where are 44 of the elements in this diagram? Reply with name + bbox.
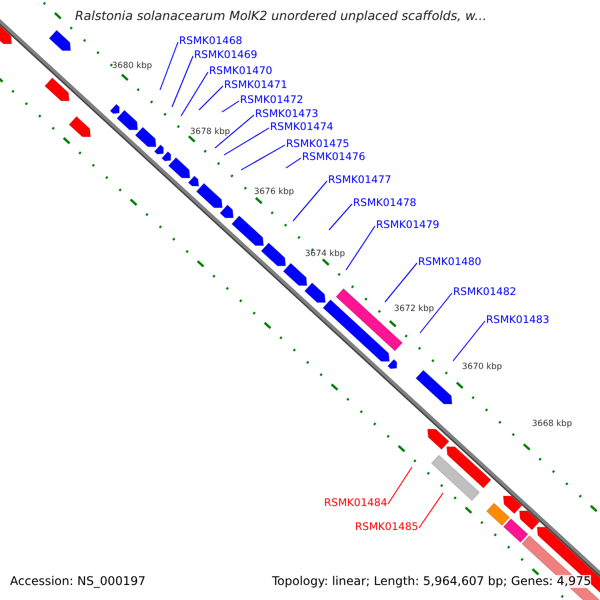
scale-label: 3670 kbp — [462, 363, 502, 372]
leader-line — [346, 226, 376, 270]
gene-label: RSMK01472 — [240, 95, 304, 107]
gene-label: RSMK01475 — [286, 139, 350, 151]
gene-label: RSMK01471 — [224, 80, 288, 92]
gene-label: RSMK01479 — [376, 220, 440, 232]
leader-line — [240, 144, 286, 170]
leader-line — [292, 180, 328, 222]
gene-label: RSMK01482 — [453, 287, 516, 299]
leader-line — [384, 262, 418, 302]
leader-line — [418, 492, 444, 528]
leader-line — [452, 320, 486, 362]
map-title: Ralstonia solanacearum MolK2 unordered unplaced scaffolds, w... — [75, 9, 487, 23]
gene-label: RSMK01468 — [179, 36, 242, 48]
gene-label: RSMK01483 — [486, 315, 550, 327]
scale-label: 3674 kbp — [305, 250, 346, 260]
leader-line — [198, 86, 224, 110]
scale-label: 3668 kbp — [532, 420, 572, 430]
leader-line — [286, 158, 302, 168]
gene-label: RSMK01476 — [302, 152, 366, 164]
gene-label: RSMK01469 — [194, 50, 258, 62]
scale-label: 3680 kbp — [112, 62, 152, 72]
gene-label: RSMK01478 — [353, 198, 416, 210]
leader-line — [420, 292, 452, 334]
accession-text: Accession: NS_000197 — [10, 575, 146, 588]
gene-label: RSMK01480 — [418, 257, 482, 269]
leader-line — [214, 114, 254, 148]
leader-line — [180, 72, 208, 116]
gene-label: RSMK01485 — [355, 522, 418, 534]
gene-label: RSMK01470 — [209, 66, 272, 78]
leader-line — [224, 128, 270, 156]
leader-line — [222, 100, 240, 112]
gene-label: RSMK01474 — [270, 122, 334, 134]
gene-label: RSMK01484 — [324, 498, 388, 510]
leader-line — [328, 204, 352, 230]
gene-label: RSMK01477 — [328, 175, 392, 187]
leader-line — [172, 56, 194, 108]
leader-line — [160, 42, 178, 90]
gene-label: RSMK01473 — [255, 109, 318, 121]
scale-label: 3676 kbp — [254, 188, 294, 198]
scale-label: 3672 kbp — [394, 305, 434, 314]
genome-info-text: Topology: linear; Length: 5,964,607 bp; Genes: 4,975 — [272, 575, 592, 588]
leader-line — [388, 466, 412, 504]
scale-label: 3678 kbp — [190, 128, 230, 138]
